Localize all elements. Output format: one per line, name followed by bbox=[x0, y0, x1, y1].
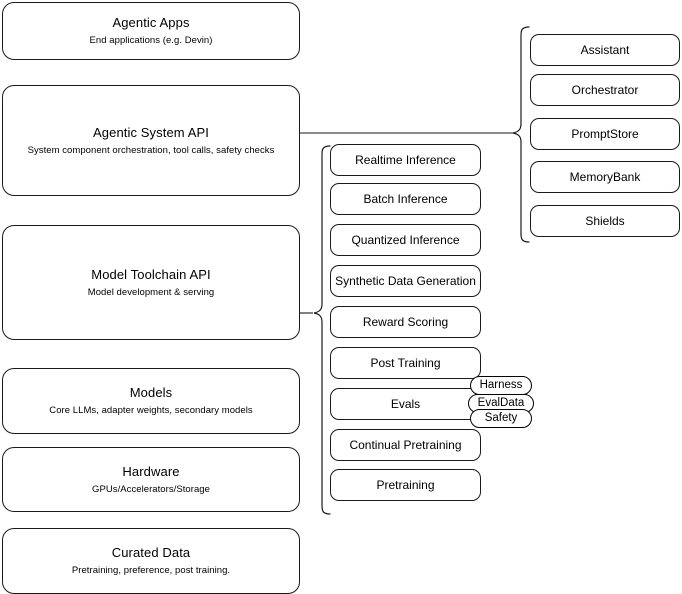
eval-badge-label: Safety bbox=[484, 412, 518, 424]
layer-subtitle: Model development & serving bbox=[87, 286, 215, 298]
layer-subtitle: End applications (e.g. Devin) bbox=[89, 35, 213, 46]
system-component-memorybank[interactable]: MemoryBank bbox=[530, 161, 680, 193]
capability-synthetic-data-generation[interactable]: Synthetic Data Generation bbox=[330, 265, 481, 297]
eval-badge-safety[interactable]: Safety bbox=[470, 409, 532, 428]
capability-label: Evals bbox=[390, 397, 421, 411]
layer-subtitle: System component orchestration, tool cal… bbox=[27, 144, 275, 156]
layer-subtitle: Pretraining, preference, post training. bbox=[71, 565, 231, 576]
layer-card-hardware[interactable]: Hardware GPUs/Accelerators/Storage bbox=[2, 447, 300, 512]
capability-pretraining[interactable]: Pretraining bbox=[330, 469, 481, 501]
system-component-label: Assistant bbox=[580, 43, 630, 57]
capability-label: Reward Scoring bbox=[362, 315, 449, 329]
eval-badge-label: EvalData bbox=[477, 397, 525, 409]
eval-badge-label: Harness bbox=[479, 379, 523, 391]
system-component-label: Shields bbox=[585, 214, 625, 228]
layer-title: Agentic System API bbox=[93, 124, 209, 140]
layer-subtitle: GPUs/Accelerators/Storage bbox=[92, 483, 210, 495]
layer-card-agentic-apps[interactable]: Agentic Apps End applications (e.g. Devi… bbox=[2, 2, 300, 60]
capability-label: Synthetic Data Generation bbox=[335, 274, 476, 288]
layer-title: Model Toolchain API bbox=[91, 266, 211, 282]
layer-card-agentic-system-api[interactable]: Agentic System API System component orch… bbox=[2, 85, 300, 196]
layer-title: Curated Data bbox=[111, 545, 191, 560]
layer-title: Models bbox=[129, 385, 173, 400]
capability-quantized-inference[interactable]: Quantized Inference bbox=[330, 224, 481, 256]
bracket-system-components bbox=[512, 26, 530, 243]
capability-label: Pretraining bbox=[376, 478, 435, 492]
system-component-orchestrator[interactable]: Orchestrator bbox=[530, 74, 680, 106]
system-component-label: Orchestrator bbox=[571, 83, 639, 97]
system-component-label: MemoryBank bbox=[569, 170, 641, 184]
eval-badge-harness[interactable]: Harness bbox=[470, 376, 532, 395]
layer-card-models[interactable]: Models Core LLMs, adapter weights, secon… bbox=[2, 368, 300, 434]
layer-title: Hardware bbox=[122, 463, 180, 479]
layer-title: Agentic Apps bbox=[112, 15, 190, 30]
capability-label: Continual Pretraining bbox=[349, 438, 462, 452]
layer-card-model-toolchain-api[interactable]: Model Toolchain API Model development & … bbox=[2, 225, 300, 340]
system-component-label: PromptStore bbox=[571, 127, 639, 141]
system-component-promptstore[interactable]: PromptStore bbox=[530, 118, 680, 150]
capability-label: Batch Inference bbox=[363, 192, 448, 206]
capability-continual-pretraining[interactable]: Continual Pretraining bbox=[330, 429, 481, 461]
capability-batch-inference[interactable]: Batch Inference bbox=[330, 183, 481, 215]
capability-label: Realtime Inference bbox=[355, 153, 456, 167]
capability-post-training[interactable]: Post Training bbox=[330, 347, 481, 379]
capability-label: Post Training bbox=[370, 356, 441, 370]
capability-evals[interactable]: Evals bbox=[330, 388, 481, 420]
layer-card-curated-data[interactable]: Curated Data Pretraining, preference, po… bbox=[2, 528, 300, 594]
bracket-toolchain-capabilities bbox=[313, 145, 331, 515]
capability-realtime-inference[interactable]: Realtime Inference bbox=[330, 144, 481, 176]
capability-reward-scoring[interactable]: Reward Scoring bbox=[330, 306, 481, 338]
capability-label: Quantized Inference bbox=[351, 233, 460, 247]
layer-subtitle: Core LLMs, adapter weights, secondary mo… bbox=[49, 405, 253, 416]
system-component-shields[interactable]: Shields bbox=[530, 205, 680, 237]
system-component-assistant[interactable]: Assistant bbox=[530, 34, 680, 66]
